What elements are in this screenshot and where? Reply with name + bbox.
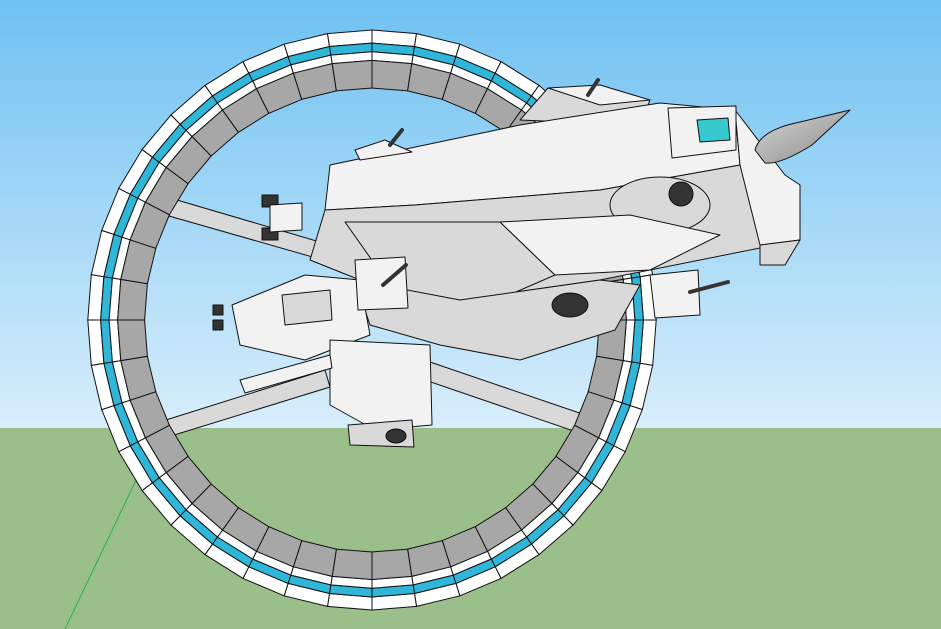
ring-segment [117, 319, 148, 362]
top-mount-left-stick [388, 128, 404, 147]
ring-segment [371, 548, 413, 581]
left-turret [354, 256, 409, 311]
axle-rod [239, 354, 333, 394]
ring-segment [331, 59, 373, 92]
mid-panel-right [499, 214, 721, 276]
left-handle [261, 194, 303, 241]
top-mount-left [354, 139, 413, 161]
vehicle-body [212, 78, 851, 448]
rear-top-plate [547, 84, 651, 106]
right-turret [649, 269, 701, 319]
left-pod-face [281, 289, 333, 326]
engine-intake [668, 181, 694, 207]
nose-side [759, 239, 801, 266]
left-turret-barrel [381, 263, 408, 287]
top-mount-rear-stick [586, 78, 600, 97]
nose-cone [754, 109, 851, 164]
left-pod-knob [212, 304, 224, 331]
ring-segment [371, 59, 413, 92]
right-turret-barrel [688, 280, 730, 294]
lower-port [551, 292, 589, 318]
ring-outer-face [87, 29, 657, 611]
ring-segment [117, 278, 148, 321]
ring-inner-face [108, 51, 636, 589]
ring-segment [331, 548, 373, 581]
cockpit-glass [696, 117, 731, 143]
hub-port [385, 428, 407, 444]
